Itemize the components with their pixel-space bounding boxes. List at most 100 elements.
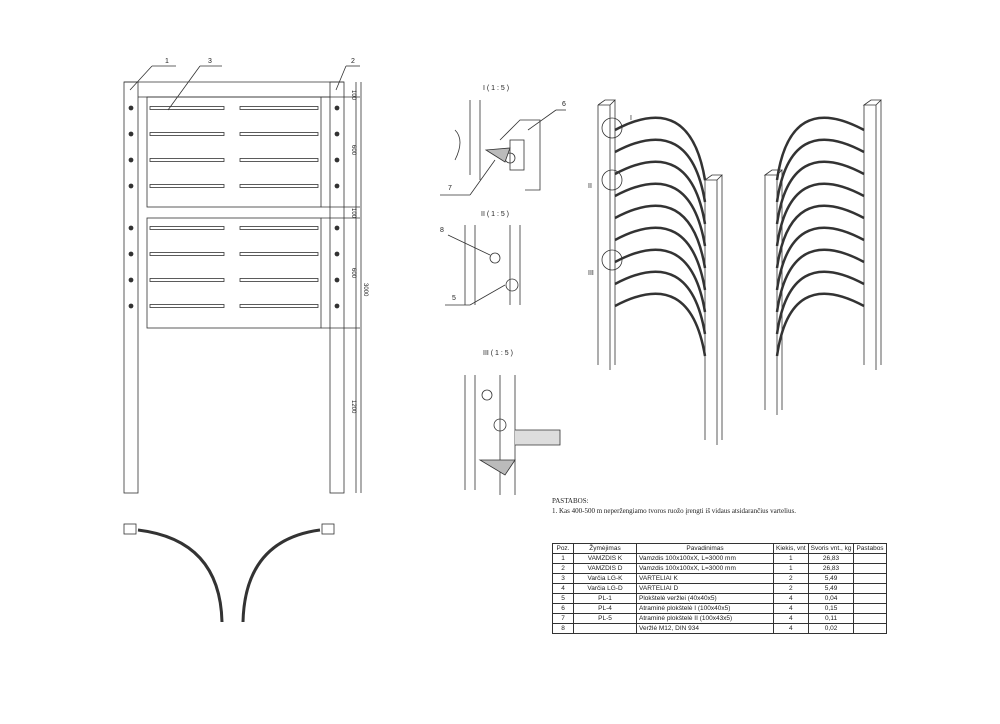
col-svoris: Svoris vnt., kg (807, 543, 855, 554)
table-cell: 2 (552, 563, 574, 574)
bolt (128, 303, 134, 309)
table-cell (573, 623, 637, 634)
iso-arc-bar (775, 292, 865, 357)
iso-arc-bar (614, 204, 707, 269)
gate-bar (149, 132, 225, 136)
table-cell: 2 (773, 573, 809, 584)
notes: PASTABOS: 1. Kas 400-500 m neperžengiamo… (552, 496, 796, 516)
col-poz: Poz. (552, 543, 574, 554)
bolt (334, 277, 340, 283)
table-cell: 4 (773, 613, 809, 624)
table-cell (853, 623, 887, 634)
table-cell: Plokštelė veržlei (40x40x5) (636, 593, 774, 604)
dim-1200: 1200 (350, 400, 356, 414)
iso-label-I: I (630, 115, 632, 122)
iso-arc-bar (775, 138, 865, 203)
iso-arc-bar (614, 292, 707, 357)
dim-100-mid: 100 (350, 208, 356, 219)
table-cell: VAMZDIS K (573, 553, 637, 564)
iso-label-II: II (588, 183, 592, 190)
iso-arc-bar (775, 248, 865, 313)
bolt (334, 303, 340, 309)
gate-bar (149, 106, 225, 110)
table-cell: 4 (773, 593, 809, 604)
table-cell: 5 (552, 593, 574, 604)
dim-3000: 3000 (362, 283, 368, 297)
table-cell: 0,11 (807, 613, 855, 624)
gate-bar (239, 278, 319, 282)
table-cell: 4 (773, 603, 809, 614)
table-cell: Atraminė plokštelė I (100x40x5) (636, 603, 774, 614)
table-cell: 4 (773, 623, 809, 634)
table-cell: 5,49 (807, 583, 855, 594)
table-cell: 1 (552, 553, 574, 564)
table-cell: Vamzdis 100x100xX, L=3000 mm (636, 563, 774, 574)
table-cell: PL-5 (573, 613, 637, 624)
post-plan-right (321, 523, 335, 535)
bolt (334, 225, 340, 231)
gate-bar (239, 226, 319, 230)
table-cell: 4 (552, 583, 574, 594)
iso-arc-bar (614, 270, 707, 335)
iso-arc-bar (614, 248, 707, 313)
gate-panel-upper (146, 96, 322, 208)
table-cell: Vamzdis 100x100xX, L=3000 mm (636, 553, 774, 564)
bolt (334, 251, 340, 257)
iso-arc-bar (775, 116, 865, 181)
table-cell: 5,49 (807, 573, 855, 584)
table-cell (853, 603, 887, 614)
iso-label-III: III (588, 270, 594, 277)
dim-600-top: 600 (350, 145, 356, 156)
iso-arc-bar (614, 160, 707, 225)
bolt (128, 157, 134, 163)
detail-III: III ( 1 : 5 ) (464, 350, 561, 495)
iso-arc-bar (614, 116, 707, 181)
gate-arc-right (241, 528, 321, 623)
gate-bar (239, 132, 319, 136)
callout-8: 8 (440, 227, 444, 234)
bolt (334, 157, 340, 163)
detail-I: I ( 1 : 5 ) 6 7 (440, 85, 566, 196)
iso-arc-bar (775, 270, 865, 335)
bolt (334, 105, 340, 111)
front-view: 100 600 100 600 3000 1200 1 3 2 (123, 58, 368, 494)
detail-title-II: II ( 1 : 5 ) (481, 211, 509, 218)
table-cell: 2 (773, 583, 809, 594)
gate-bar (239, 184, 319, 188)
col-kiekis: Kiekis, vnt (773, 543, 809, 554)
col-pavadinimas: Pavadinimas (636, 543, 774, 554)
table-cell: 6 (552, 603, 574, 614)
table-cell: 1 (773, 553, 809, 564)
table-cell: 26,83 (807, 563, 855, 574)
table-cell: 3 (552, 573, 574, 584)
table-cell: 26,83 (807, 553, 855, 564)
table-cell: 0,02 (807, 623, 855, 634)
gate-bar (239, 106, 319, 110)
iso-arc-bar (614, 138, 707, 203)
detail-II: II ( 1 : 5 ) 8 5 (440, 211, 521, 306)
table-cell: Varčia LG-D (573, 583, 637, 594)
iso-arc-bar (775, 182, 865, 247)
table-cell: VAMZDIS D (573, 563, 637, 574)
gate-bar (239, 304, 319, 308)
bolt (128, 225, 134, 231)
table-cell (853, 563, 887, 574)
table-cell: VARTELIAI K (636, 573, 774, 584)
bolt (128, 105, 134, 111)
gate-arc-left (137, 528, 224, 623)
detail-title-III: III ( 1 : 5 ) (483, 350, 513, 357)
iso-arc-bar (775, 204, 865, 269)
table-cell: PL-1 (573, 593, 637, 604)
dim-100-top: 100 (350, 90, 356, 101)
bolt (128, 131, 134, 137)
bolt (128, 251, 134, 257)
